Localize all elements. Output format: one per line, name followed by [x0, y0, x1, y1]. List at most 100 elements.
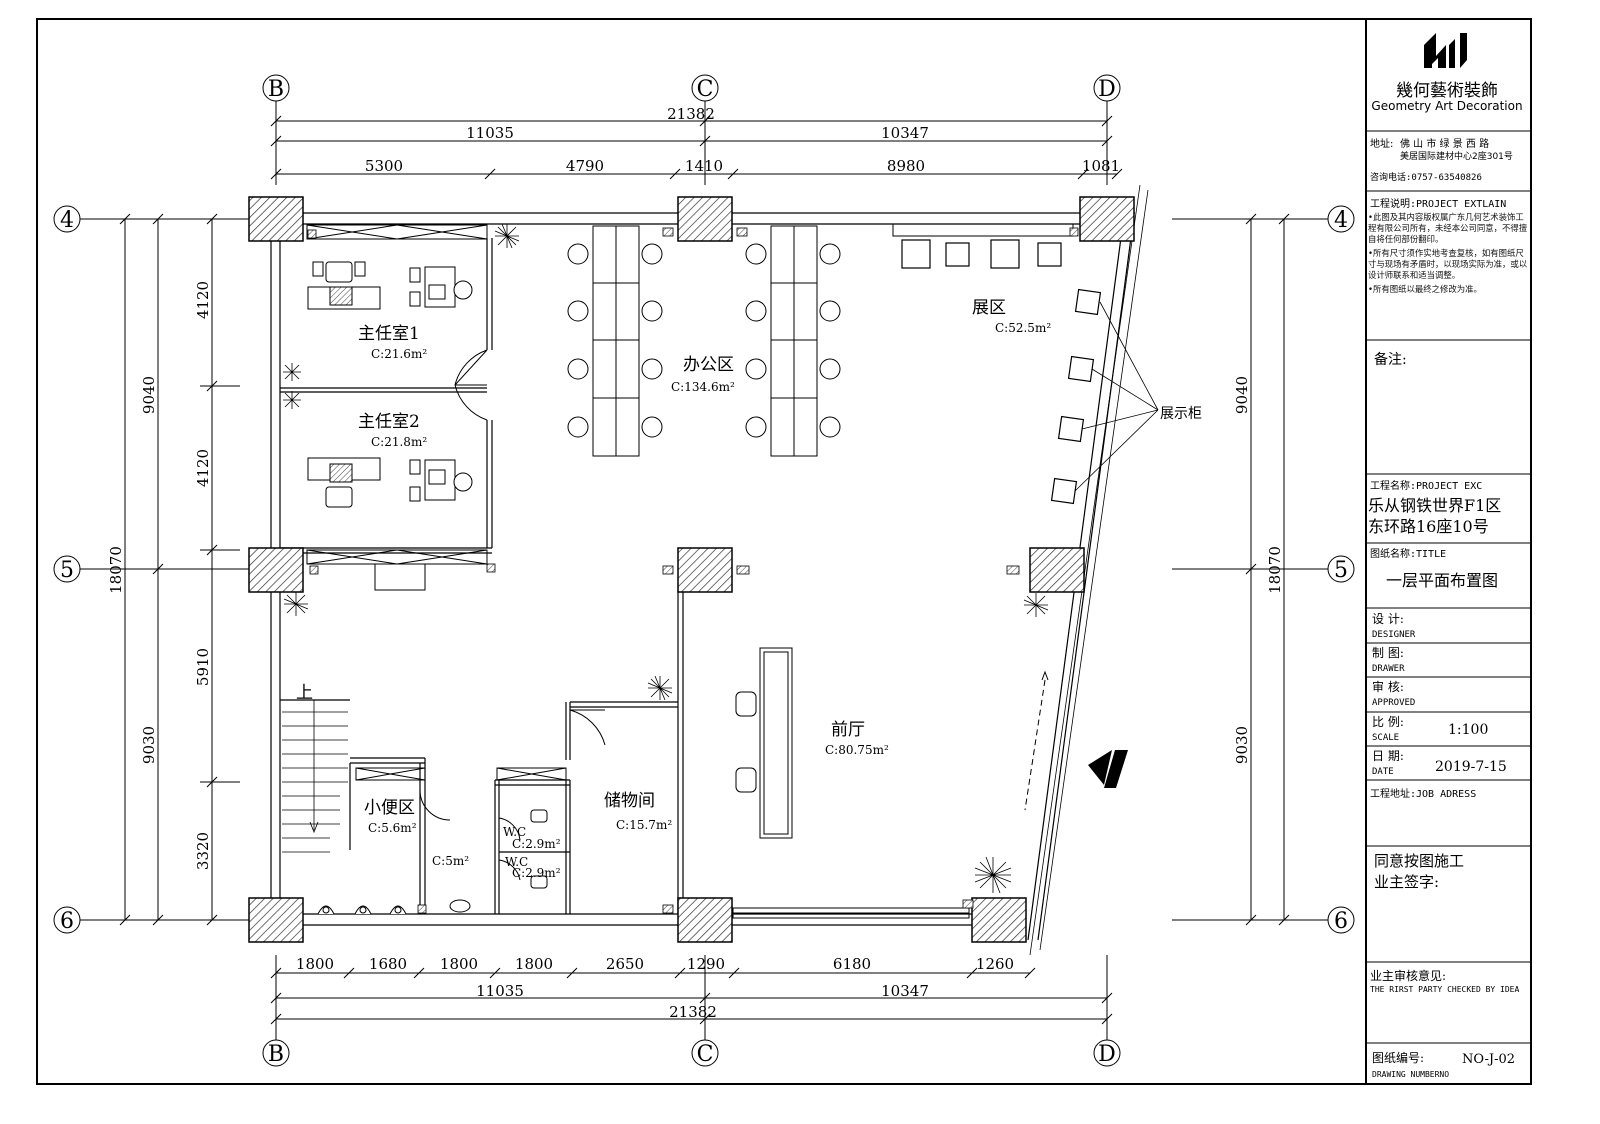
room-area-storage: C:15.7m²	[616, 818, 672, 832]
column-c4	[677, 196, 733, 242]
axis-label-6-right: 6	[1334, 909, 1348, 934]
room-area-wc-2: C:2.9m²	[512, 866, 561, 880]
axis-label-b-bottom: B	[268, 1042, 284, 1067]
office-chair	[641, 358, 663, 380]
drawing-number-value: NO-J-02	[1462, 1052, 1515, 1067]
dim-bottom-seg-8: 1260	[976, 955, 1014, 973]
room-name-front-hall: 前厅	[831, 720, 865, 740]
room-area-director-1: C:21.6m²	[371, 347, 427, 361]
project-name-line-1: 乐从钢铁世界F1区	[1368, 496, 1501, 515]
office-chair	[745, 243, 767, 265]
consent-line-2: 业主签字:	[1374, 873, 1439, 891]
dim-bottom-half-1: 11035	[476, 982, 524, 1000]
dim-top-half-1: 11035	[466, 124, 514, 142]
project-name-label: 工程名称:PROJECT EXC	[1370, 479, 1482, 492]
dim-left-seg-1: 4120	[194, 281, 212, 319]
dim-bottom-seg-7: 6180	[833, 955, 871, 973]
office-chair	[819, 416, 841, 438]
company-name-en: Geometry Art Decoration	[1371, 99, 1522, 113]
drawing-name: 一层平面布置图	[1386, 571, 1498, 590]
display-cabinets	[901, 239, 1102, 505]
title-block-lines	[1366, 130, 1531, 1044]
axis-label-6-left: 6	[60, 909, 74, 934]
dim-bottom-seg-6: 1290	[687, 955, 725, 973]
owner-review-label-cn: 业主审核意见:	[1370, 968, 1446, 983]
axis-label-d-bottom: D	[1098, 1042, 1116, 1067]
dim-bottom-seg-3: 1800	[440, 955, 478, 973]
office-desks	[592, 225, 818, 457]
company-name-cn: 幾何藝術裝飾	[1396, 81, 1498, 101]
column-c5	[677, 547, 733, 593]
office-chair	[641, 416, 663, 438]
office-chair	[819, 300, 841, 322]
room-name-wc-1: W.C	[503, 825, 526, 839]
office-chair	[745, 416, 767, 438]
axis-label-b-top: B	[268, 77, 284, 102]
designer-label-cn: 设 计:	[1372, 612, 1404, 626]
drawing-name-label: 图纸名称:TITLE	[1370, 547, 1446, 560]
office-chair	[745, 358, 767, 380]
date-label-en: DATE	[1372, 767, 1394, 777]
room-name-office: 办公区	[683, 355, 734, 375]
drawer-label-cn: 制 图:	[1372, 646, 1404, 660]
consent-line-1: 同意按图施工	[1374, 852, 1464, 870]
office-chair	[567, 243, 589, 265]
dim-bottom-seg-5: 2650	[606, 955, 644, 973]
room-area-urinal: C:5.6m²	[368, 821, 417, 835]
room-name-director-2: 主任室2	[358, 412, 420, 432]
room-name-wc-2: W.C	[505, 855, 528, 869]
office-chairs	[567, 243, 841, 438]
office-chair	[819, 243, 841, 265]
dimension-texts: 21382 11035 10347 5300 4790 1410 8980 10…	[296, 105, 1120, 1021]
stair-up-label: 上	[296, 683, 313, 703]
date-label-cn: 日 期:	[1372, 749, 1404, 763]
director-furniture	[307, 261, 473, 508]
dim-top-seg-4: 8980	[887, 157, 925, 175]
dimension-lines	[110, 115, 1290, 1025]
drawer-label-en: DRAWER	[1372, 664, 1405, 674]
room-area-display: C:52.5m²	[995, 321, 1051, 335]
scale-label-en: SCALE	[1372, 733, 1399, 743]
sanitary-fixtures	[317, 809, 548, 915]
dim-bottom-half-2: 10347	[881, 982, 929, 1000]
dim-left-total: 18070	[107, 546, 125, 594]
drawing-number-label-en: DRAWING NUMBERNO	[1372, 1070, 1449, 1079]
approved-label-en: APPROVED	[1372, 698, 1415, 708]
dim-top-seg-3: 1410	[685, 157, 723, 175]
room-area-washroom: C:5m²	[432, 854, 469, 868]
room-name-urinal: 小便区	[364, 798, 415, 818]
column-d6	[971, 897, 1027, 943]
axis-labels: B C D B C D 4 5 6 4 5 6	[60, 77, 1348, 1067]
project-explain-notes: •此图及其内容版权属广东几何艺术装饰工程有限公司所有，未经本公司同意，不得擅自将…	[1368, 212, 1528, 294]
axis-label-5-right: 5	[1334, 558, 1348, 583]
doors	[419, 349, 606, 881]
dim-left-seg-4: 3320	[194, 832, 212, 870]
display-cabinet-label: 展示柜	[1160, 406, 1202, 422]
project-name-line-2: 东环路16座10号	[1368, 517, 1489, 536]
designer-label-en: DESIGNER	[1372, 630, 1416, 640]
remarks-label: 备注:	[1374, 351, 1407, 368]
scale-label-cn: 比 例:	[1372, 715, 1404, 729]
scale-value: 1:100	[1448, 722, 1488, 738]
explain-note-3: •所有图纸以最终之修改为准。	[1368, 284, 1482, 294]
dim-bottom-seg-1: 1800	[296, 955, 334, 973]
column-b5	[248, 547, 304, 593]
dim-right-half-1: 9040	[1233, 376, 1251, 414]
room-area-office: C:134.6m²	[671, 380, 735, 394]
dim-left-seg-3: 5910	[194, 648, 212, 686]
fixture-boxes	[307, 227, 1079, 914]
dim-left-seg-2: 4120	[194, 449, 212, 487]
address-line-2: 美居国际建材中心2座301号	[1400, 150, 1513, 162]
title-block-text: 幾何藝術裝飾 Geometry Art Decoration 地址: 佛 山 市…	[1368, 81, 1528, 1079]
room-name-storage: 储物间	[604, 791, 655, 811]
column-d4	[1079, 196, 1135, 242]
office-chair	[641, 243, 663, 265]
column-d5	[1029, 547, 1085, 593]
explain-note-1: •此图及其内容版权属广东几何艺术装饰工程有限公司所有，未经本公司同意，不得擅自将…	[1368, 212, 1528, 244]
job-address-label: 工程地址:JOB ADRESS	[1370, 787, 1476, 800]
project-explain-label: 工程说明:PROJECT EXTLAIN	[1370, 197, 1506, 210]
dim-top-seg-5: 1081	[1082, 157, 1120, 175]
room-area-front-hall: C:80.75m²	[825, 743, 889, 757]
axis-label-c-bottom: C	[697, 1042, 714, 1067]
dim-right-total: 18070	[1266, 546, 1284, 594]
